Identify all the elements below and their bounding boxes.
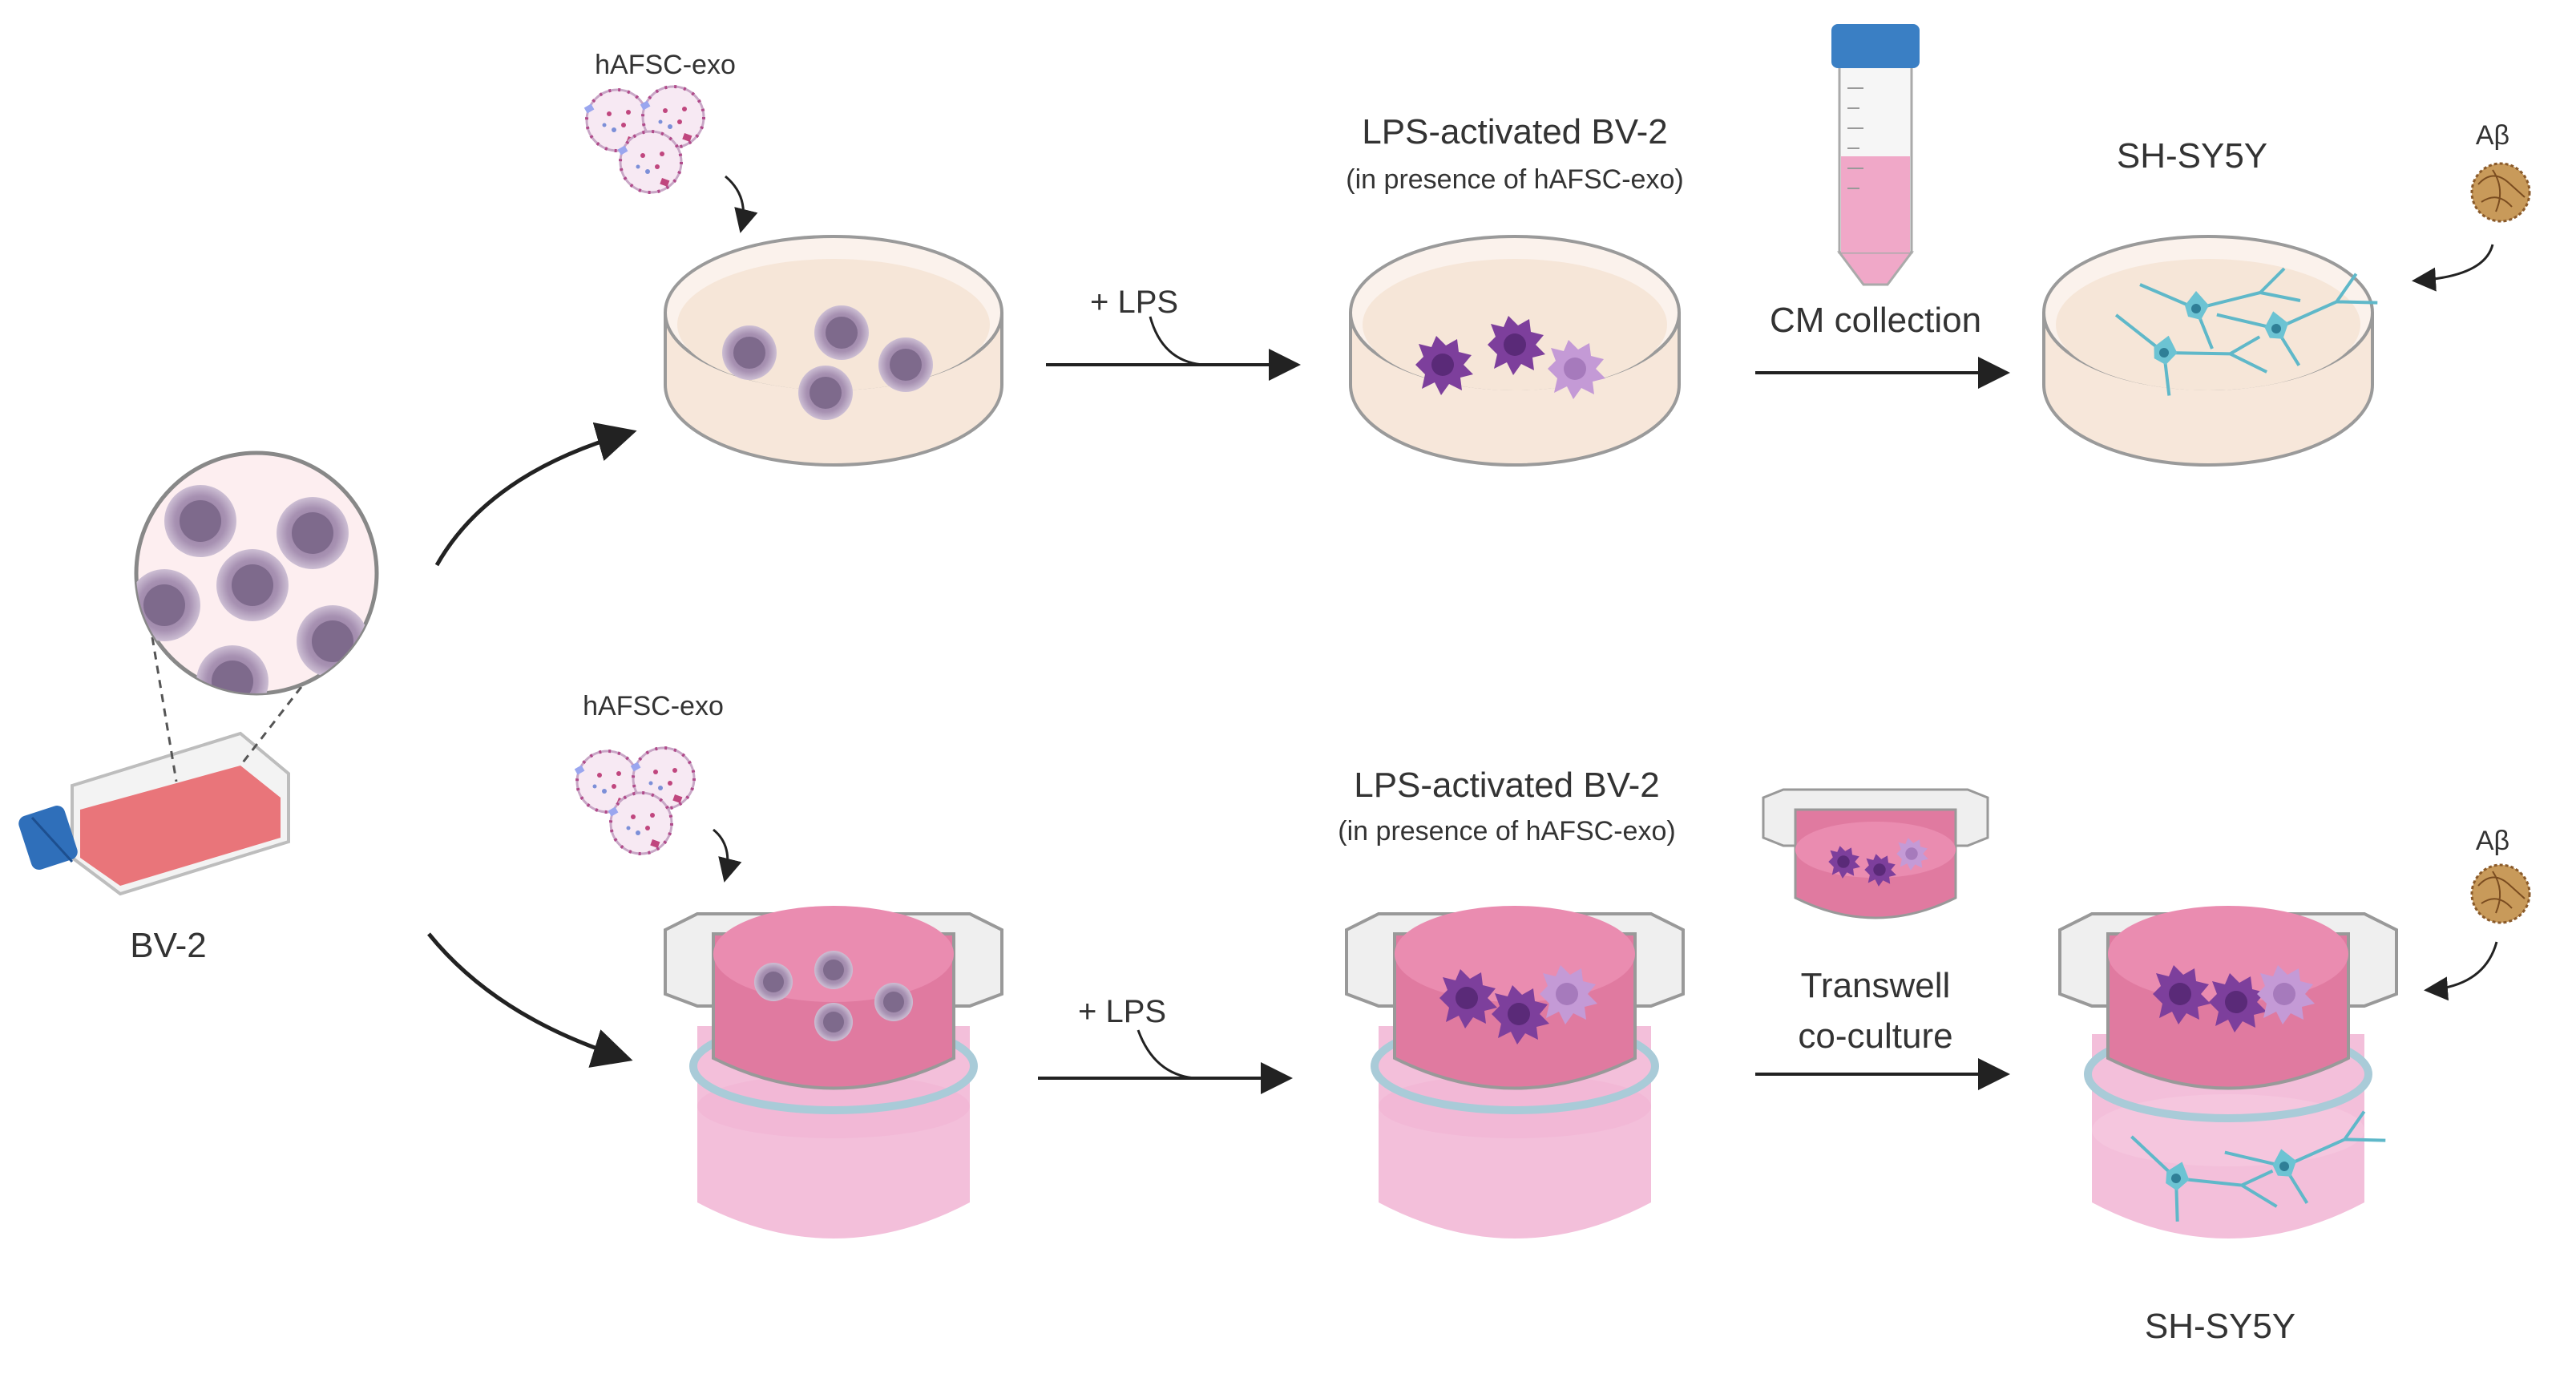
lps-label-bottom: + LPS — [1078, 994, 1167, 1029]
bv2-label: BV-2 — [130, 926, 207, 965]
transwell-label-line1: Transwell — [1800, 966, 1951, 1005]
magnify-lines — [151, 636, 338, 782]
shsy5y-label-top: SH-SY5Y — [2116, 136, 2268, 176]
abeta-aggregate-bottom — [2470, 863, 2531, 924]
transwell-bv2 — [664, 906, 1003, 1238]
arrow-exo-bottom — [713, 828, 742, 883]
abeta-aggregate-top — [2470, 162, 2531, 223]
arrow-abeta-top — [2412, 244, 2494, 292]
arrow-to-transwell — [427, 932, 633, 1068]
shsy5y-label-bottom: SH-SY5Y — [2144, 1307, 2296, 1346]
activated-subtitle-bottom: (in presence of hAFSC-exo) — [1338, 816, 1676, 847]
magnified-cells-circle — [134, 451, 379, 696]
bv2-flask — [18, 731, 290, 896]
petri-dish-shsy5y-top — [2042, 235, 2388, 467]
petri-dish-bv2 — [664, 235, 1003, 467]
arrow-to-top-dish — [434, 422, 637, 567]
transwell-activated — [1345, 906, 1685, 1238]
arrow-exo-top — [725, 175, 758, 233]
exo-cluster-bottom — [575, 748, 694, 854]
activated-subtitle-top: (in presence of hAFSC-exo) — [1346, 164, 1684, 195]
cm-collection-label: CM collection — [1769, 301, 1982, 340]
lps-label-top: + LPS — [1090, 285, 1179, 320]
lps-top-hook — [1149, 316, 1203, 366]
transwell-insert-icon — [1762, 788, 1989, 919]
conical-tube — [1831, 24, 1920, 286]
transwell-label-line2: co-culture — [1798, 1016, 1953, 1056]
lps-bottom-hook — [1137, 1029, 1195, 1080]
abeta-label-bottom: Aβ — [2475, 826, 2510, 856]
transwell-coculture — [2058, 906, 2398, 1254]
exo-label-top: hAFSC-exo — [595, 50, 736, 80]
arrow-abeta-bottom — [2424, 941, 2498, 1001]
petri-dish-activated-top — [1349, 235, 1681, 467]
exo-cluster-top — [584, 87, 704, 192]
activated-title-bottom: LPS-activated BV-2 — [1354, 766, 1660, 805]
exo-label-bottom: hAFSC-exo — [583, 691, 724, 721]
abeta-label-top: Aβ — [2475, 120, 2510, 151]
activated-title-top: LPS-activated BV-2 — [1362, 112, 1668, 152]
